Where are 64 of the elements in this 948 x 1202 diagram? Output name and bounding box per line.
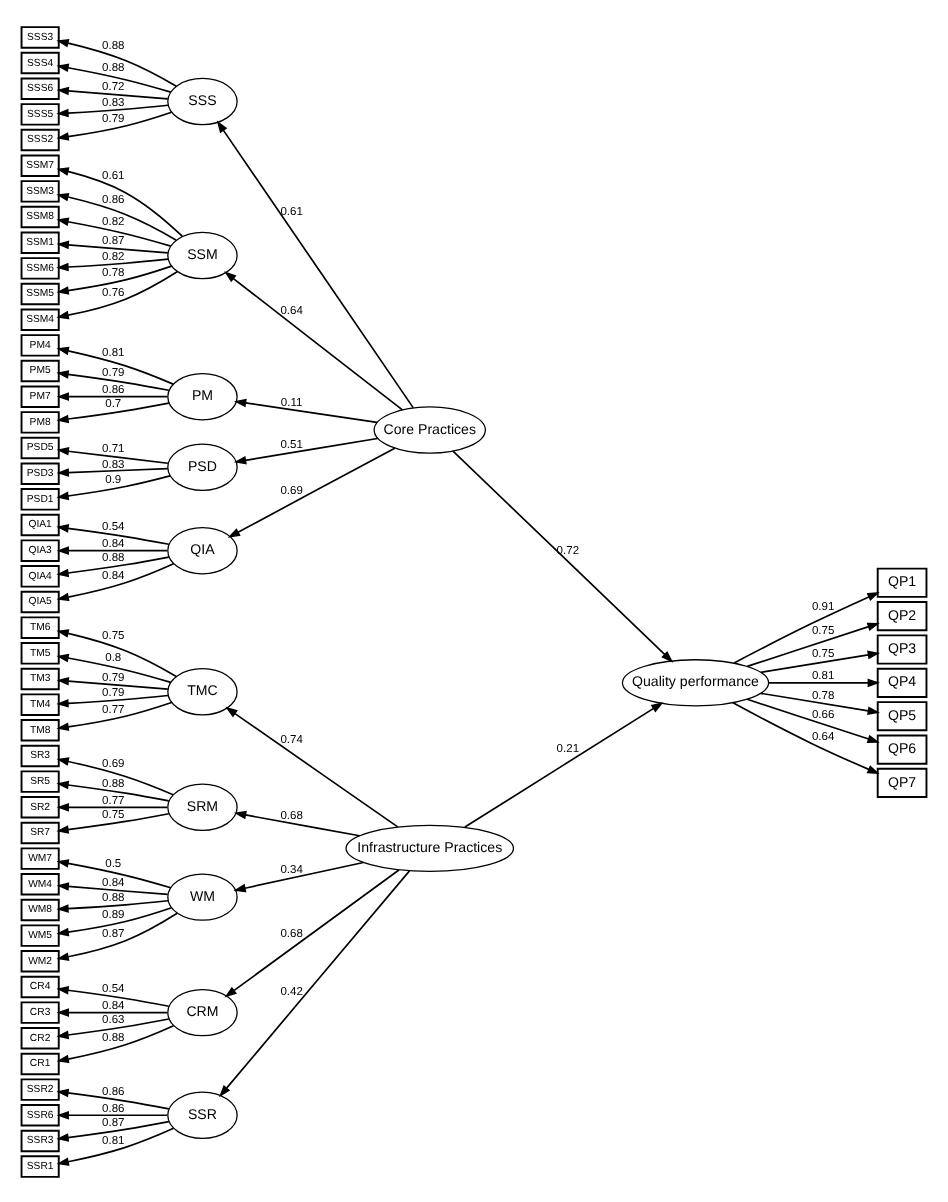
arrow [56,239,169,253]
arrow [56,545,169,554]
arrow [56,779,170,801]
arrow [56,103,169,117]
arrow [56,391,169,400]
arrow [56,85,169,99]
arrow [56,401,170,423]
arrow [233,809,361,836]
arrow [56,700,173,731]
arrow [56,216,172,246]
arrow [56,269,179,319]
arrow [56,652,172,683]
arrow [216,119,415,408]
arrow [56,369,170,391]
arrow [56,257,169,271]
arrow [56,37,178,86]
arrow [56,110,173,140]
arrow [733,591,880,663]
arrow [56,898,169,912]
arrow [767,677,880,687]
arrow [56,1017,170,1039]
arrow [759,691,880,715]
arrow [56,466,169,476]
arrow [56,555,170,577]
arrow [56,911,179,960]
arrow [452,449,674,662]
arrow [56,1087,170,1109]
arrow [56,62,172,92]
arrow [233,436,379,464]
arrow [759,649,880,673]
arrow [56,523,170,545]
arrow [56,628,178,677]
arrow [233,860,365,892]
arrow [219,869,411,1097]
arrow [56,1126,175,1165]
arrow [746,621,880,667]
arrow [56,1007,169,1016]
arrow [233,397,378,423]
arrow [56,675,169,689]
arrow [56,561,175,601]
arrow [56,166,183,236]
arrow [56,858,172,888]
arrow [732,700,880,774]
arrow [56,446,169,464]
arrow [227,446,396,537]
arrow [464,701,664,827]
arrow [56,985,170,1007]
arrow [56,345,174,384]
arrow [56,1119,170,1141]
arrow [56,1109,169,1119]
arrow [56,905,173,936]
arrow [56,264,173,294]
arrow [224,270,404,410]
arrow [225,705,399,827]
arrow [56,1023,175,1063]
arrow [56,693,169,707]
arrow [56,474,171,500]
arrow [746,697,880,742]
arrow [56,802,169,811]
arrow [56,756,174,795]
arrow [56,881,169,895]
arrow [224,868,400,997]
arrow [56,811,170,833]
arrow [56,191,178,240]
